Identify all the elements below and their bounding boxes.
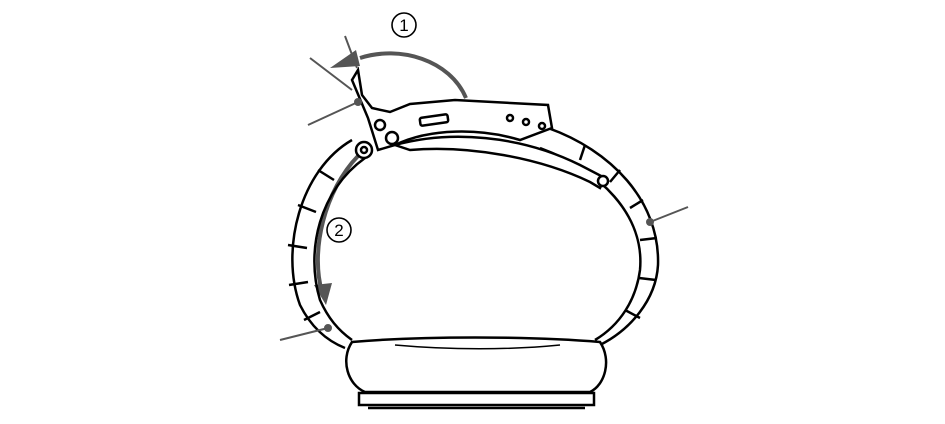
svg-text:2: 2 [334,221,343,240]
svg-text:1: 1 [399,16,408,35]
clasp [350,66,610,190]
leader-lines [279,35,689,341]
step-1-arrow [330,50,468,99]
watch-case [345,336,608,410]
step-2-arrow [314,154,360,305]
step-1-marker: 1 [391,12,417,38]
step-2-marker: 2 [326,217,352,243]
